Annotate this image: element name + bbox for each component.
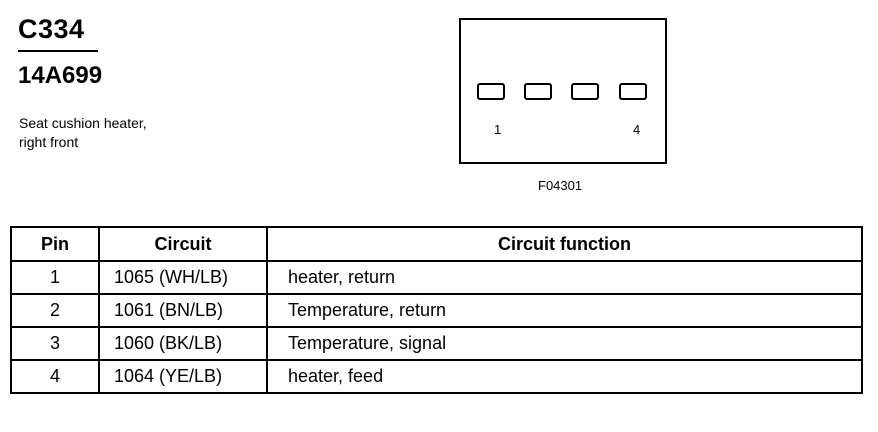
figure-id: F04301 — [538, 178, 583, 193]
header-pin: Pin — [10, 226, 100, 262]
description-line-2: right front — [19, 134, 79, 150]
pin-number-first: 1 — [494, 122, 502, 137]
pin-cavity — [571, 83, 599, 100]
table-header-row: Pin Circuit Circuit function — [10, 226, 863, 262]
connector-face-diagram: 1 4 — [459, 18, 667, 164]
table-row: 2 1061 (BN/LB) Temperature, return — [10, 293, 863, 328]
pin-table: Pin Circuit Circuit function 1 1065 (WH/… — [10, 226, 863, 394]
cell-circuit-function: heater, feed — [266, 359, 863, 394]
pin-cavity — [619, 83, 647, 100]
cell-circuit-function: heater, return — [266, 260, 863, 295]
cell-circuit: 1060 (BK/LB) — [98, 326, 268, 361]
cell-circuit: 1061 (BN/LB) — [98, 293, 268, 328]
header-circuit: Circuit — [98, 226, 268, 262]
header-circuit-function: Circuit function — [266, 226, 863, 262]
connector-id: C334 — [18, 14, 85, 44]
cell-pin: 4 — [10, 359, 100, 394]
table-row: 4 1064 (YE/LB) heater, feed — [10, 359, 863, 394]
pin-cavity — [524, 83, 552, 100]
pin-number-last: 4 — [633, 122, 641, 137]
cell-circuit-function: Temperature, return — [266, 293, 863, 328]
part-number: 14A699 — [18, 62, 103, 89]
cell-pin: 2 — [10, 293, 100, 328]
description-line-1: Seat cushion heater, — [19, 115, 147, 131]
cell-pin: 3 — [10, 326, 100, 361]
connector-description: Seat cushion heater, right front — [19, 114, 219, 152]
pin-cavity — [477, 83, 505, 100]
connector-id-underline — [18, 50, 98, 52]
table-row: 3 1060 (BK/LB) Temperature, signal — [10, 326, 863, 361]
cell-circuit: 1065 (WH/LB) — [98, 260, 268, 295]
cell-pin: 1 — [10, 260, 100, 295]
cell-circuit-function: Temperature, signal — [266, 326, 863, 361]
cell-circuit: 1064 (YE/LB) — [98, 359, 268, 394]
table-row: 1 1065 (WH/LB) heater, return — [10, 260, 863, 295]
